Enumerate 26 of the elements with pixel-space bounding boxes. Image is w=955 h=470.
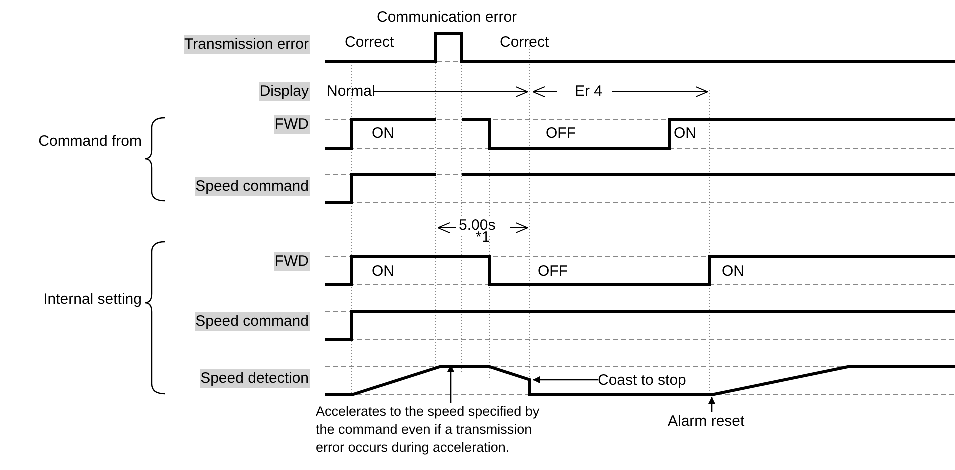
signal-label: ON (674, 124, 696, 143)
signal-label: ON (372, 262, 394, 281)
signal-name: Speed command (194, 312, 310, 331)
annotation-text: Coast to stop (598, 371, 686, 390)
signal-name: FWD (274, 252, 310, 271)
signal-name: Display (258, 82, 310, 101)
leader-arrow (708, 397, 716, 412)
signal-name: Speed detection (200, 369, 310, 388)
signal-label: Correct (500, 33, 550, 52)
signal-name: Transmission error (184, 35, 310, 54)
signal-name: Speed command (194, 177, 310, 196)
leader-arrow (448, 365, 454, 403)
signal-label: Normal (327, 82, 376, 101)
signal-label: Communication error (377, 8, 518, 27)
signal-label: Internal setting (44, 290, 142, 309)
signal-label: OFF (546, 124, 576, 143)
signal-name: FWD (274, 115, 310, 134)
signal-label: ON (722, 262, 744, 281)
annotation-text: Alarm reset (668, 412, 745, 431)
annotation-text: Accelerates to the speed specified by the command even if a transmission error occurs during acceleration. (316, 403, 542, 457)
signal-label: OFF (538, 262, 568, 281)
signal-label: ON (372, 124, 394, 143)
signal-label: Correct (345, 33, 394, 52)
signal-label: Command from (38, 132, 142, 151)
signal-label: Er 4 (575, 82, 603, 101)
leader-arrow (533, 376, 598, 384)
